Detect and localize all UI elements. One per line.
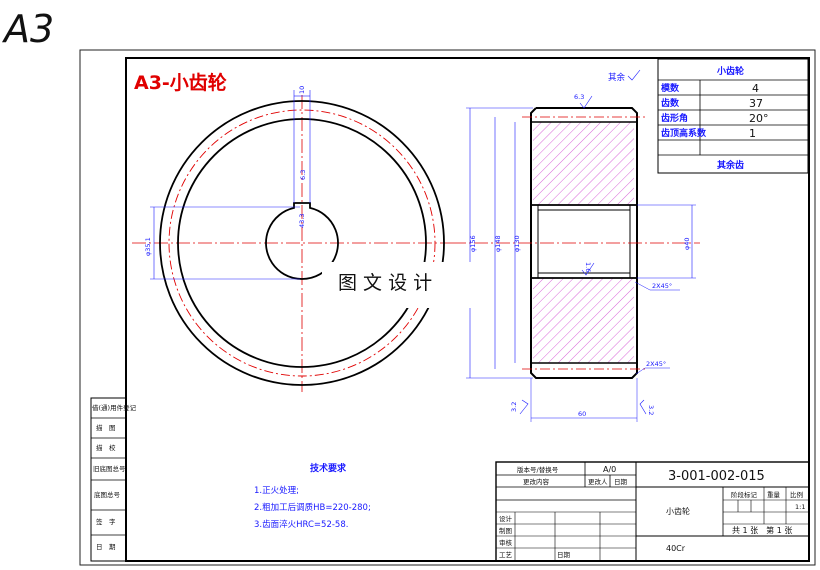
keyway-hub-dim: 6.3 [299,170,307,180]
stamp-trace: 描 图 [96,423,116,432]
tech-req-title: 技术要求 [310,462,347,474]
stage-mark-header: 阶段标记 [731,490,758,499]
section-view: φ156 φ148 φ130 φ40 60 2X45° 2X45° 6.3 1.… [452,93,700,422]
other-surfaces-note: 其余 [608,72,626,83]
bore-outer-dim: φ130 [513,235,521,252]
tech-req-item-3: 3.齿面淬火HRC=52-58. [254,519,348,530]
roughness-left: 3.2 [510,402,518,412]
param-label-addendum: 齿顶高系数 [661,127,707,139]
outer-circle [159,100,445,386]
weight-header: 重量 [767,491,781,499]
chamfer-dim-2: 2X45° [646,360,666,368]
param-value-angle: 20° [749,112,769,125]
stamp-reuse: 借(通)用件登记 [92,403,137,412]
param-label-module: 模数 [661,82,680,94]
param-value-teeth: 37 [749,97,763,110]
param-label-angle: 齿形角 [661,112,688,124]
roughness-top: 6.3 [574,93,584,101]
outer-border [79,49,816,566]
od-dim: φ156 [469,235,477,252]
param-table-footer: 其余齿 [717,159,744,171]
scale-header: 比例 [790,490,803,499]
param-label-teeth: 齿数 [661,97,680,109]
date-label: 日期 [557,551,571,559]
version-header: 版本号/替换号 [517,465,559,474]
width-dim: 60 [578,410,586,418]
material: 40Cr [666,544,686,553]
roughness-bore: 1.6 [584,262,592,272]
date-header: 日期 [614,478,628,486]
left-stamp-column: 借(通)用件登记 描 图 描 校 旧底图总号 底图总号 签 字 日 期 [90,397,137,562]
scale-value: 1:1 [795,503,805,511]
pitch-circle [168,109,436,377]
sheet-size-label: A3 [1,7,54,51]
role-design: 设计 [499,514,513,523]
stamp-check: 描 校 [96,443,116,452]
changer-header: 更改人 [588,477,608,486]
title-block: 版本号/替换号 A/0 更改内容 更改人 日期 设计 制图 审核 工艺 日期 3… [495,461,810,562]
pd-dim: φ148 [494,235,502,252]
stamp-sign: 签 字 [96,517,116,526]
watermark-text: 图 文 设 计 [338,272,432,294]
chamfer-dim-1: 2X45° [652,282,672,290]
left-diameter-dim: φ35.1 [144,237,152,256]
section-outline [530,107,638,379]
role-review: 审核 [499,538,513,547]
bore-keyway [265,202,339,280]
tech-req-item-1: 1.正火处理; [254,485,299,496]
front-view: 10 6.3 43.3 φ35.1 [132,86,452,392]
revision-value: A/0 [603,465,616,474]
param-table-title: 小齿轮 [716,65,744,77]
param-value-addendum: 1 [749,127,756,140]
stamp-date: 日 期 [96,543,116,551]
param-value-module: 4 [752,82,759,95]
keyway-depth-dim: 43.3 [298,214,306,228]
keyway-width-dim: 10 [298,86,306,94]
sheet-count: 共 1 张 第 1 张 [732,525,792,535]
gear-parameter-table: 小齿轮 模数 4 齿数 37 齿形角 20° 齿顶高系数 1 其余齿 [657,58,809,174]
role-process: 工艺 [499,551,513,559]
hatch-lower [533,278,634,363]
hatch-upper [533,122,634,205]
roughness-right: 3.2 [647,405,655,415]
inner-frame [125,57,810,562]
stamp-base-no: 底图总号 [94,490,121,499]
tech-req-item-2: 2.粗加工后调质HB=220-280; [254,502,371,513]
bore-dim: φ40 [683,237,691,250]
part-name: 小齿轮 [666,506,690,516]
drawing-title: A3-小齿轮 [134,71,227,94]
role-draft: 制图 [499,526,512,535]
stamp-old-no: 旧底图总号 [93,464,126,473]
change-content-header: 更改内容 [523,477,550,486]
root-circle [177,118,427,368]
technical-requirements: 技术要求 1.正火处理; 2.粗加工后调质HB=220-280; 3.齿面淬火H… [254,462,371,530]
drawing-number: 3-001-002-015 [668,469,765,484]
